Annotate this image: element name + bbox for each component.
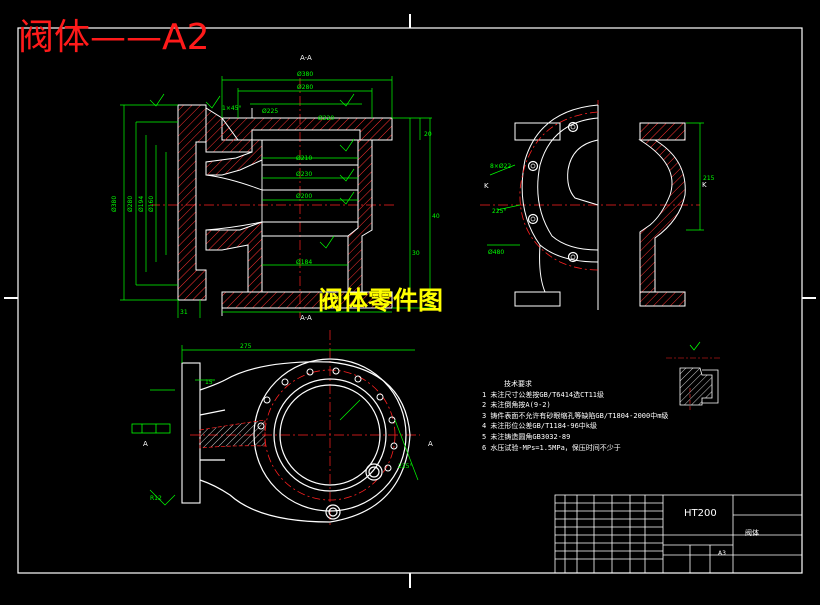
dim-275-label: 275: [240, 343, 252, 350]
note-item: 6 水压试验-MPs=1.5MPa，保压时间不少于: [482, 443, 621, 452]
title-block: [554, 494, 803, 574]
drawing-frame: [4, 14, 816, 588]
dim-d210-label: Ø210: [296, 155, 312, 162]
dim-d230-label: Ø230: [296, 171, 312, 178]
note-item: 4 未注形位公差GB/T1184-96中k级: [482, 422, 598, 431]
dim-h20-label: 20: [424, 131, 432, 138]
dim-holes-label: 8×Ø22: [490, 163, 511, 170]
section-a-right: A: [428, 440, 433, 448]
k-label-right: K: [702, 181, 707, 189]
dim-31-label: 31: [180, 309, 188, 316]
note-item: 1 未注尺寸公差按GB/T6414选CT11级: [482, 390, 605, 399]
front-dimensions: [120, 76, 432, 318]
dim-d225-label: Ø225: [262, 108, 278, 115]
dim-d380v-label: Ø380: [111, 196, 118, 212]
dim-15-label: 15: [205, 379, 213, 386]
drawing-subtitle: 阀体零件图: [318, 286, 444, 315]
dim-d480-label: Ø480: [488, 249, 504, 256]
title-block-material: HT200: [684, 508, 717, 519]
notes-heading: 技术要求: [504, 380, 532, 388]
section-label-aa-bottom: A-A: [300, 314, 312, 322]
drawing-title: 阀体——A2: [18, 17, 210, 58]
note-item: 5 未注铸造圆角GB3032-89: [482, 432, 571, 441]
front-section-view: Ø380 Ø280 Ø225 1×45° Ø220 Ø210 Ø184 Ø200…: [111, 54, 440, 322]
k-label-left: K: [484, 182, 489, 190]
dim-r12-label: R12: [150, 495, 162, 502]
dim-d280-label: Ø280: [297, 84, 313, 91]
title-block-scale: A3: [718, 550, 726, 557]
dim-h215-label: 215: [703, 175, 715, 182]
dim-d194-label: Ø194: [138, 196, 145, 212]
dim-d220-label: Ø220: [318, 115, 334, 122]
dim-225b-label: 225°: [398, 463, 412, 470]
top-view: 275 15 225° R12 A A: [131, 330, 433, 525]
dim-d160-label: Ø160: [148, 196, 155, 212]
dim-d380-label: Ø380: [297, 71, 313, 78]
section-a-left: A: [143, 440, 148, 448]
dim-d200-label: Ø200: [296, 193, 312, 200]
dim-d184-label: Ø184: [296, 259, 312, 266]
note-item: 3 铸件表面不允许有砂眼缩孔等缺陷GB/T1804-2000中m级: [482, 411, 669, 420]
dim-d280v-label: Ø280: [127, 196, 134, 212]
technical-notes: 技术要求 1 未注尺寸公差按GB/T6414选CT11级 2 未注倒角按A(9-…: [482, 379, 668, 453]
note-item: 2 未注倒角按A(9-2): [482, 401, 551, 410]
side-view: 8×Ø22 225° Ø480 215 K: [480, 100, 715, 310]
k-detail-view: [666, 341, 720, 410]
dim-h30-label: 30: [412, 250, 420, 257]
section-label-aa: A-A: [300, 54, 312, 62]
dim-chamfer-label: 1×45°: [222, 105, 241, 112]
dim-h40-label: 40: [432, 213, 440, 220]
title-block-part-name: 阀体: [745, 529, 759, 537]
dim-225-label: 225°: [492, 208, 506, 215]
